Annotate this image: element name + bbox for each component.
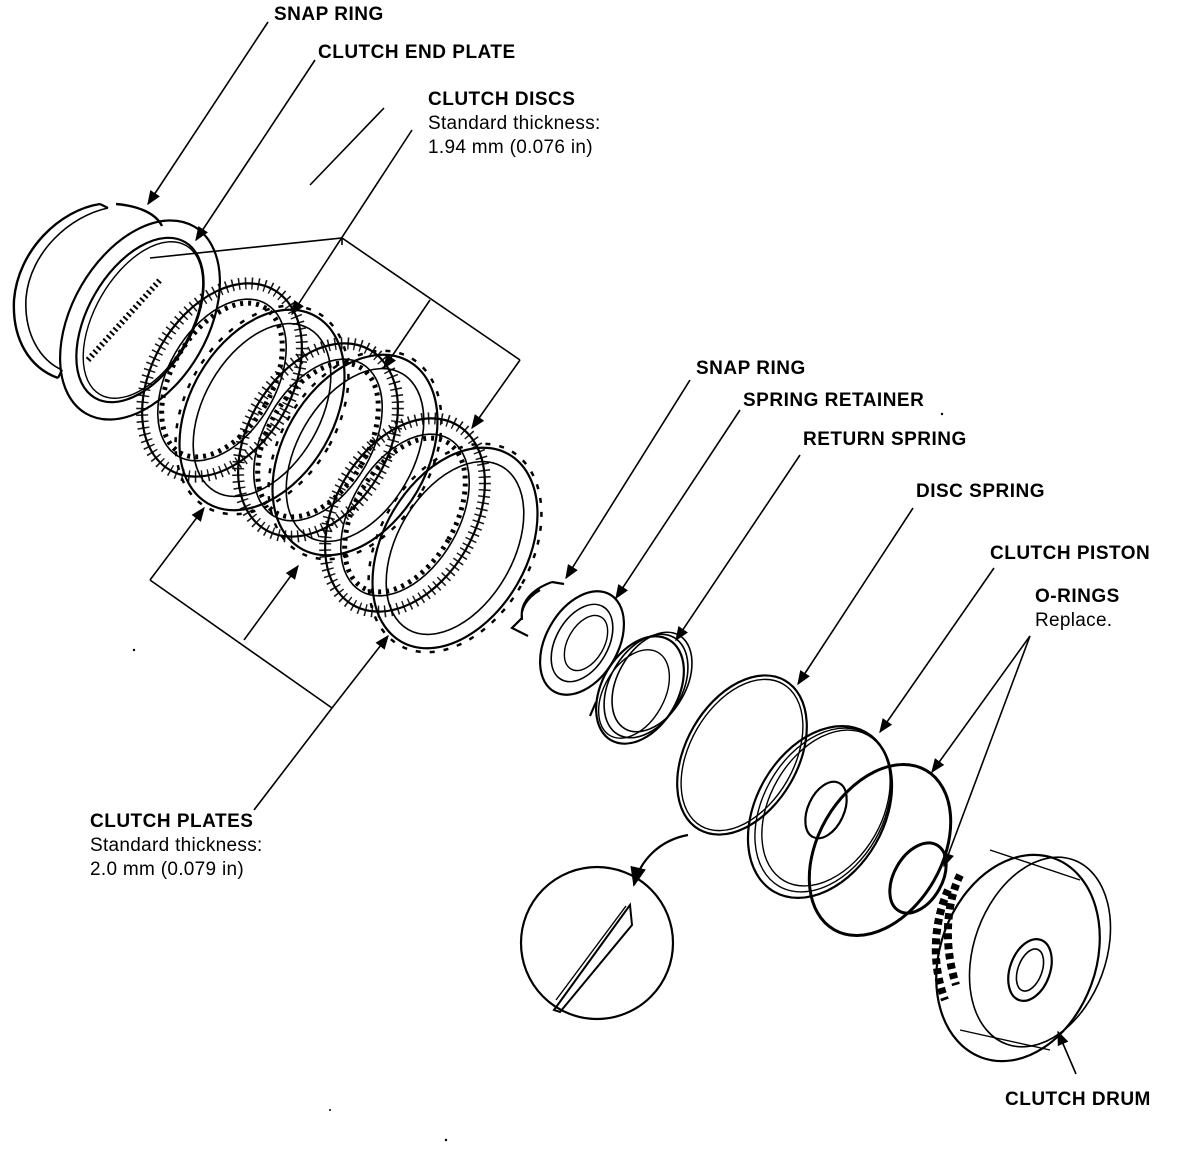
clutch-plates-spec-line2: 2.0 mm (0.079 in) <box>90 859 244 880</box>
disc-spring-label: DISC SPRING <box>916 481 1046 502</box>
snap-ring-mid-part <box>510 580 565 637</box>
disc-spring-part <box>676 674 808 836</box>
clutch-piston-label: CLUTCH PISTON <box>990 543 1151 564</box>
return-spring-label: RETURN SPRING <box>803 429 967 450</box>
clutch-end-plate-label: CLUTCH END PLATE <box>318 42 516 63</box>
clutch-disc-1 <box>136 277 308 483</box>
clutch-discs-title: CLUTCH DISCS <box>428 89 576 110</box>
clutch-end-plate-part <box>59 219 221 421</box>
clutch-plates-label: CLUTCH PLATES Standard thickness: 2.0 mm… <box>90 810 263 882</box>
snap-ring-top-label: SNAP RING <box>274 4 384 25</box>
clutch-disc-2 <box>232 337 404 543</box>
leader-lines <box>147 21 1077 1075</box>
detail-circle <box>519 833 689 1021</box>
clutch-plates-title: CLUTCH PLATES <box>90 811 254 832</box>
clutch-discs-label: CLUTCH DISCS Standard thickness: 1.94 mm… <box>428 88 601 160</box>
clutch-plates-spec-line1: Standard thickness: <box>90 835 263 856</box>
o-rings-note: Replace. <box>1035 610 1113 631</box>
spring-retainer-part <box>538 590 626 696</box>
clutch-drum-part <box>931 849 1112 1063</box>
snap-ring-top-part <box>12 202 164 380</box>
clutch-plate-1 <box>174 304 350 516</box>
clutch-plate-3 <box>367 442 543 654</box>
clutch-discs-spec-line2: 1.94 mm (0.076 in) <box>428 137 593 158</box>
o-rings-title: O-RINGS <box>1035 586 1120 607</box>
snap-ring-mid-label: SNAP RING <box>696 358 806 379</box>
scan-specks <box>132 412 944 1142</box>
o-ring-small-part <box>888 841 948 915</box>
return-spring-part <box>588 631 693 745</box>
o-ring-large-part <box>807 763 953 937</box>
o-rings-label: O-RINGS Replace. <box>1035 585 1120 633</box>
clutch-piston-part <box>746 725 894 899</box>
clutch-plate-2 <box>267 349 443 561</box>
spring-retainer-label: SPRING RETAINER <box>743 390 925 411</box>
clutch-plates-bracket <box>149 506 389 811</box>
clutch-disc-3 <box>319 412 491 618</box>
clutch-discs-spec-line1: Standard thickness: <box>428 113 601 134</box>
clutch-drum-label: CLUTCH DRUM <box>1005 1089 1151 1110</box>
